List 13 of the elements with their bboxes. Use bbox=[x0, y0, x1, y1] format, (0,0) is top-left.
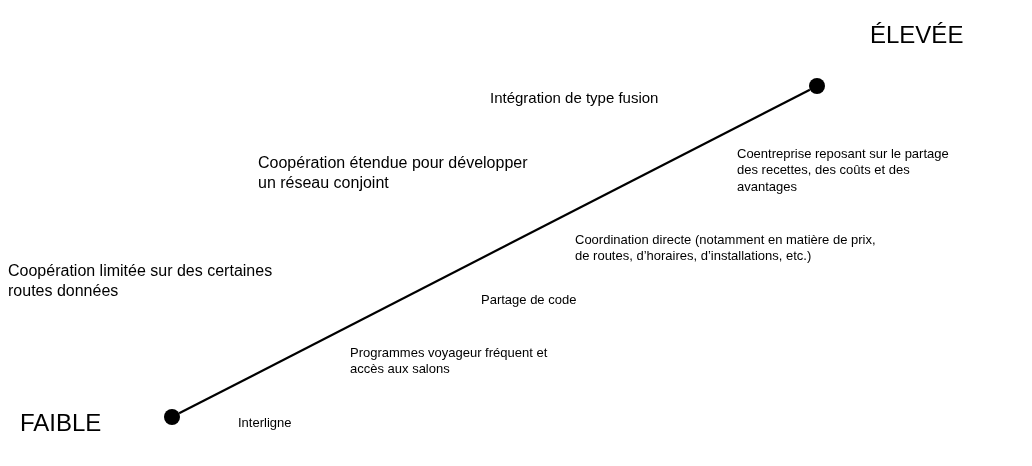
cooperation-level-label: Coentreprise reposant sur le partage des recettes, des coûts et des avantages bbox=[737, 146, 950, 195]
cooperation-level-label: Coordination directe (notamment en matière de prix, de routes, d’horaires, d’installations, etc.) bbox=[575, 232, 877, 265]
endpoint-dot bbox=[164, 409, 180, 425]
scale-end-label: ÉLEVÉE bbox=[870, 20, 964, 50]
cooperation-level-label: Programmes voyageur fréquent et accès aux salons bbox=[350, 345, 549, 378]
cooperation-level-label: Partage de code bbox=[481, 292, 578, 309]
endpoint-dot bbox=[809, 78, 825, 94]
cooperation-level-label: Intégration de type fusion bbox=[490, 89, 660, 108]
cooperation-level-label: Coopération limitée sur des certaines routes données bbox=[8, 261, 274, 301]
cooperation-level-label: Coopération étendue pour développer un réseau conjoint bbox=[258, 153, 529, 193]
scale-end-label: FAIBLE bbox=[20, 408, 102, 438]
cooperation-level-label: Interligne bbox=[238, 415, 293, 432]
scale-line bbox=[178, 88, 811, 415]
